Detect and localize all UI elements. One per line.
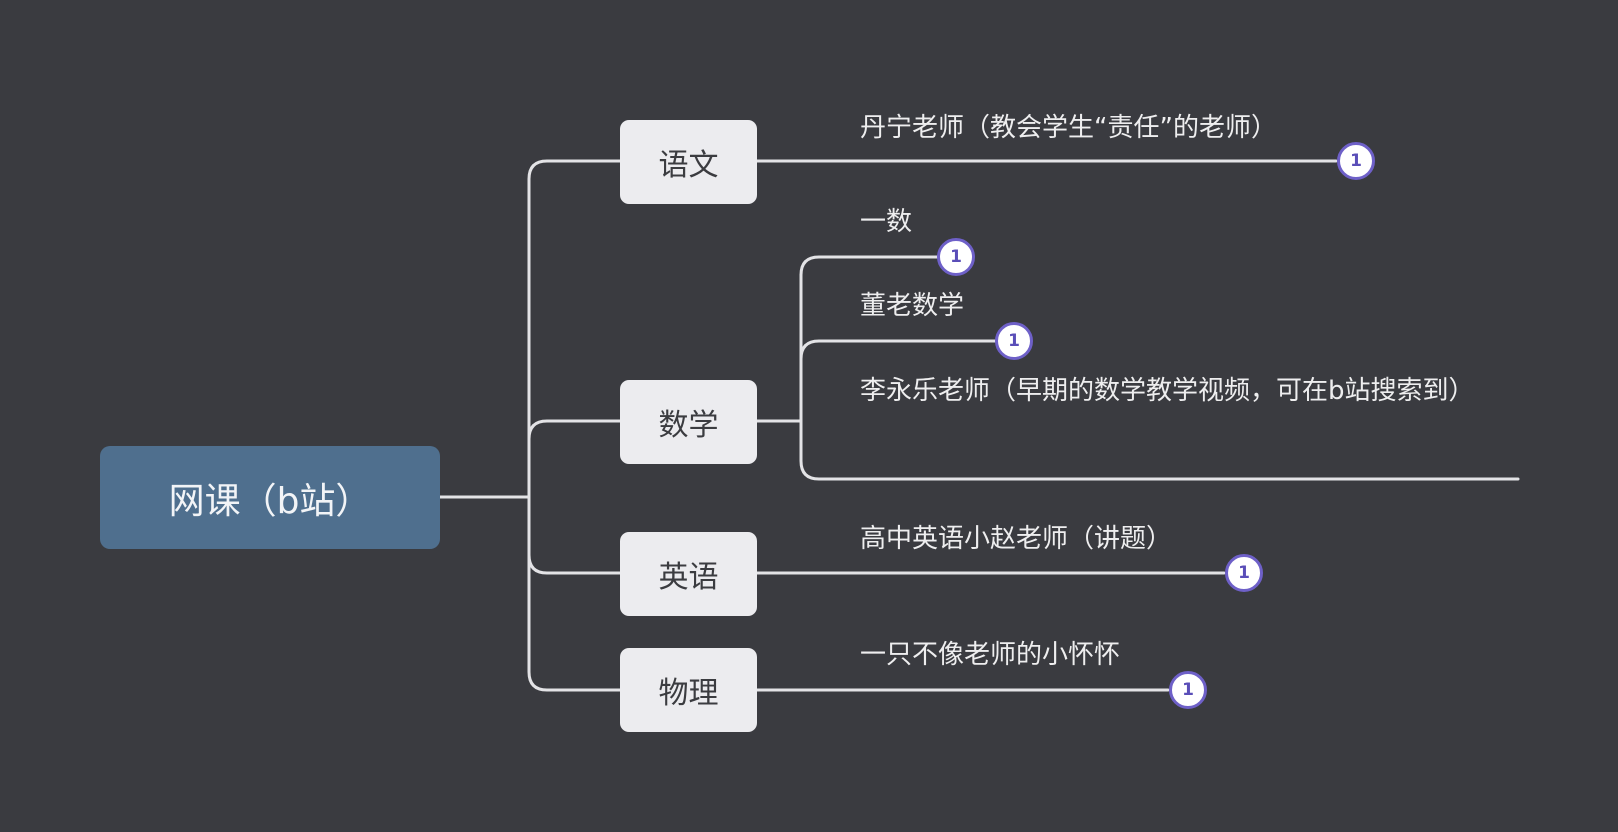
math-trunk	[799, 273, 1520, 481]
count-badge[interactable]: 1	[995, 322, 1033, 360]
count-badge-label: 1	[950, 247, 962, 267]
count-badge-label: 1	[1182, 680, 1194, 700]
branch-topic-chinese[interactable]: 语文	[620, 120, 757, 204]
count-badge[interactable]: 1	[1169, 671, 1207, 709]
branch-topic-label: 数学	[658, 408, 719, 443]
root-topic-label: 网课（b站）	[168, 480, 372, 522]
branch-topic-label: 语文	[658, 148, 719, 183]
branch-connector-physics	[527, 553, 622, 692]
branch-topic-physics[interactable]: 物理	[620, 648, 757, 732]
branch-connector-english	[527, 495, 622, 575]
branch-topic-english[interactable]: 英语	[620, 532, 757, 616]
count-badge[interactable]: 1	[1337, 142, 1375, 180]
leaf-topic-chinese[interactable]: 丹宁老师（教会学生“责任”的老师）	[860, 113, 1277, 143]
leaf-topic-physics[interactable]: 一只不像老师的小怀怀	[860, 640, 1121, 670]
count-badge-label: 1	[1350, 151, 1362, 171]
leaf-topic-math-liyongle[interactable]: 李永乐老师（早期的数学教学视频，可在b站搜索到）	[860, 376, 1475, 406]
branch-topic-label: 物理	[658, 676, 719, 711]
branch-connector-chinese	[527, 159, 622, 499]
count-badge-label: 1	[1238, 563, 1250, 583]
branch-topic-label: 英语	[658, 560, 719, 595]
root-topic[interactable]: 网课（b站）	[100, 446, 440, 549]
count-badge[interactable]: 1	[1225, 554, 1263, 592]
count-badge-label: 1	[1008, 331, 1020, 351]
leaf-line-math-1	[799, 255, 939, 277]
count-badge[interactable]: 1	[937, 238, 975, 276]
leaf-topic-english[interactable]: 高中英语小赵老师（讲题）	[860, 524, 1173, 554]
leaf-topic-math-yishu[interactable]: 一数	[860, 207, 913, 237]
branch-topic-math[interactable]: 数学	[620, 380, 757, 464]
branch-connector-math	[527, 419, 622, 441]
leaf-line-math-2	[799, 339, 997, 361]
leaf-topic-math-donglao[interactable]: 董老数学	[860, 291, 965, 321]
